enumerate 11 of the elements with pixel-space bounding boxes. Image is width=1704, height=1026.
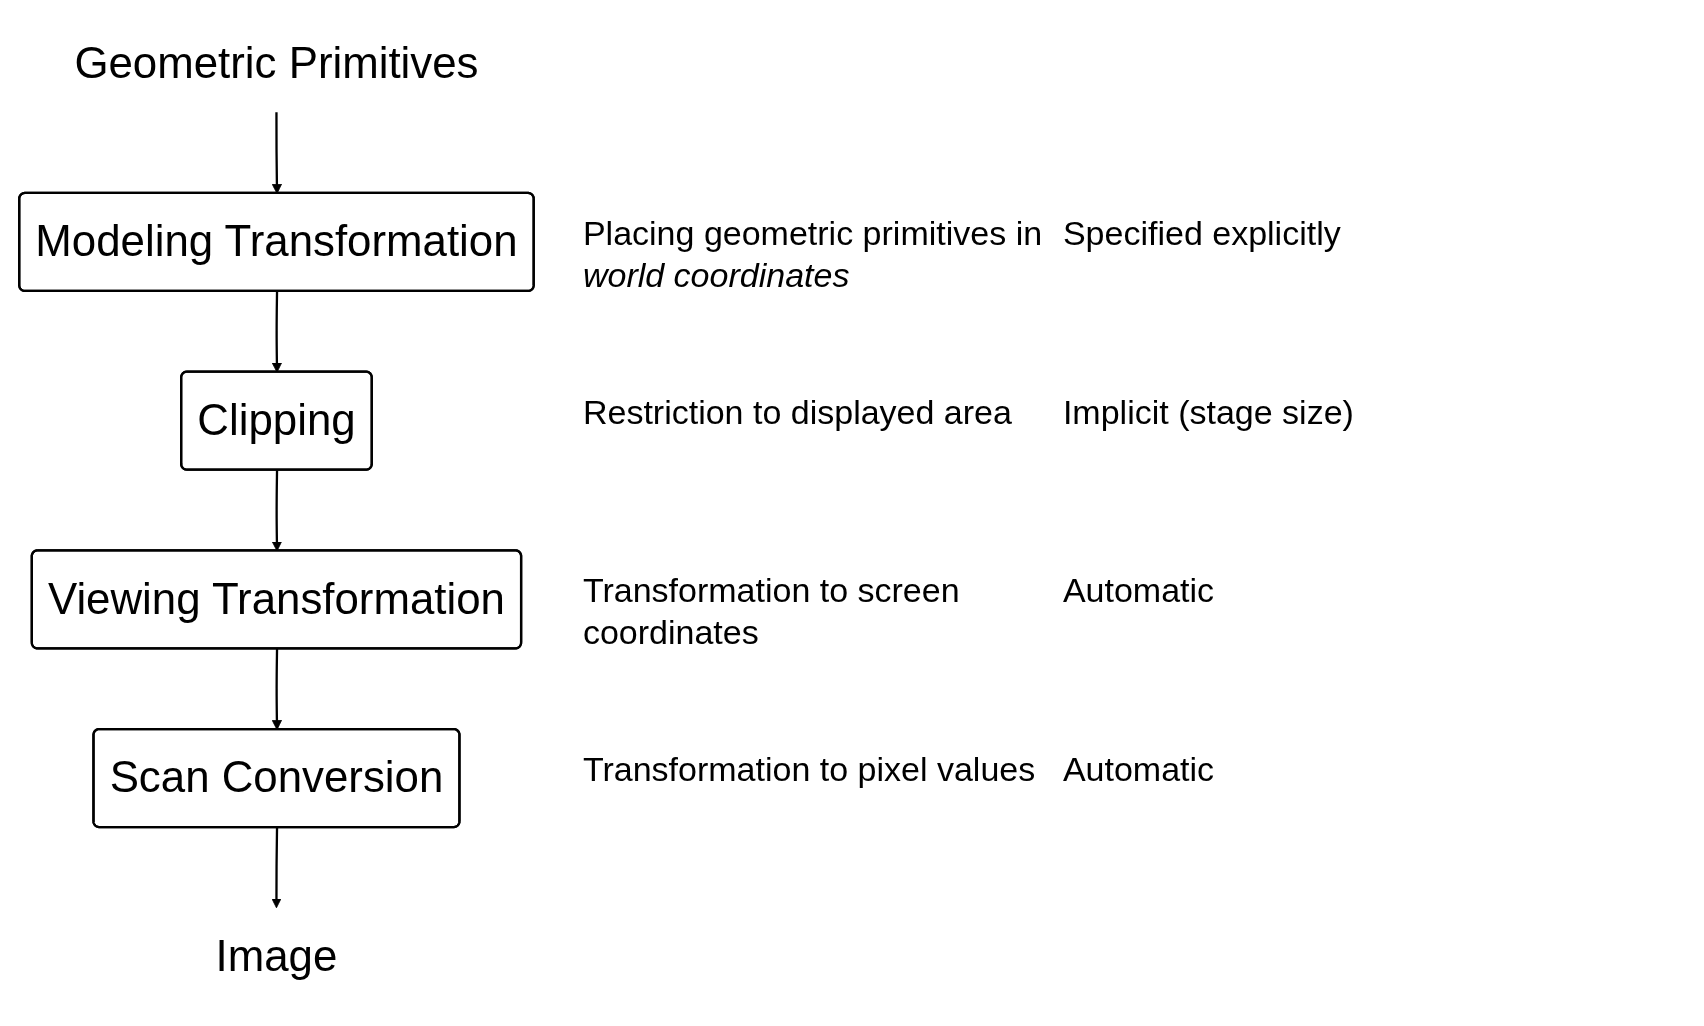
node-text: Geometric Primitives bbox=[74, 38, 479, 87]
step-note: Specified explicitly bbox=[1062, 212, 1342, 254]
step-description: Restriction to displayed area bbox=[582, 391, 1013, 433]
step-note: Automatic bbox=[1062, 570, 1216, 612]
step-note: Automatic bbox=[1062, 749, 1216, 791]
step-description: Transformation to pixel values bbox=[582, 749, 1037, 791]
step-description: Transformation to screen coordinates bbox=[582, 570, 961, 654]
arrow bbox=[271, 827, 282, 909]
step-note: Implicit (stage size) bbox=[1062, 391, 1355, 433]
step-description: Placing geometric primitives in world coordinates bbox=[582, 212, 1043, 296]
node-text: Image bbox=[215, 931, 338, 981]
